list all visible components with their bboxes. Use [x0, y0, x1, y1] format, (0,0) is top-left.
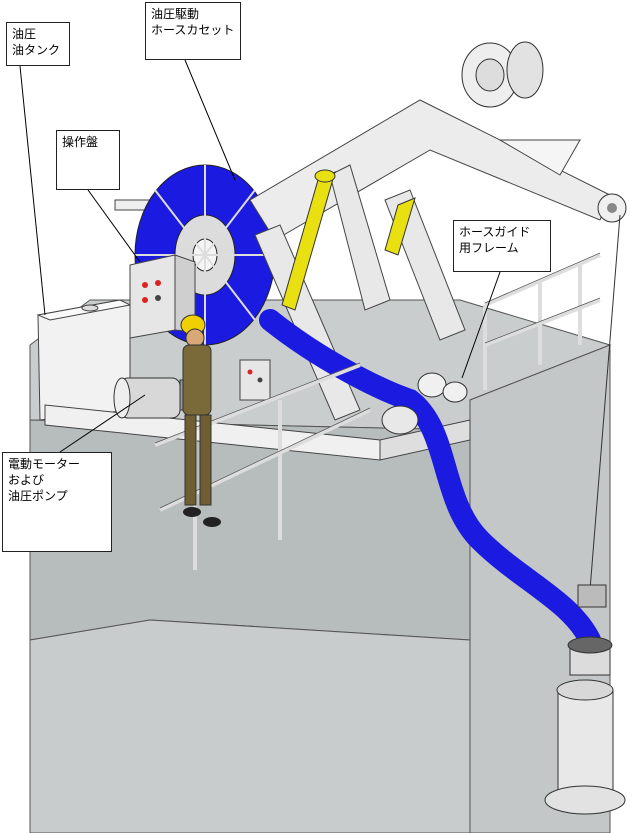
label-control-panel: 操作盤	[56, 130, 120, 190]
worker	[180, 314, 221, 527]
label-hose-guide: ホースガイド 用フレーム	[453, 220, 551, 272]
hydraulic-tank	[36, 299, 132, 421]
submersible-pump	[544, 584, 626, 815]
label-motor-pump: 電動モーター および 油圧ポンプ	[2, 452, 112, 552]
winch	[461, 41, 544, 108]
leader-lines	[19, 59, 501, 453]
lifting-wire	[589, 214, 621, 591]
label-hose-reel: 油圧駆動 ホースカセット	[145, 2, 241, 60]
control-panel	[129, 254, 271, 401]
hose	[259, 309, 601, 651]
hose-guide	[381, 372, 468, 435]
hydraulic-cylinders	[281, 169, 416, 311]
label-hydraulic-tank: 油圧 油タンク	[6, 22, 70, 66]
